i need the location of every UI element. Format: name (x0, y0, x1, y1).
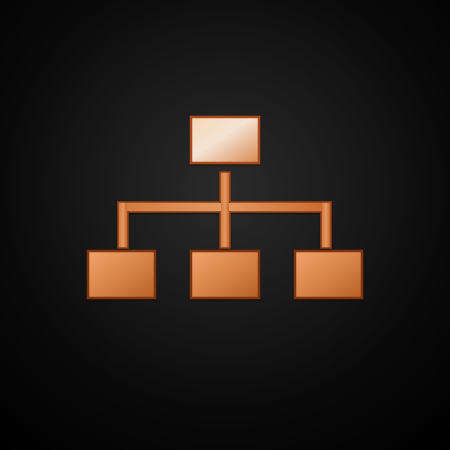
left-child-node (86, 249, 157, 300)
top-node (189, 115, 261, 165)
center-child-node (189, 249, 261, 300)
right-child-node (293, 249, 364, 300)
connector-lines (117, 171, 332, 249)
